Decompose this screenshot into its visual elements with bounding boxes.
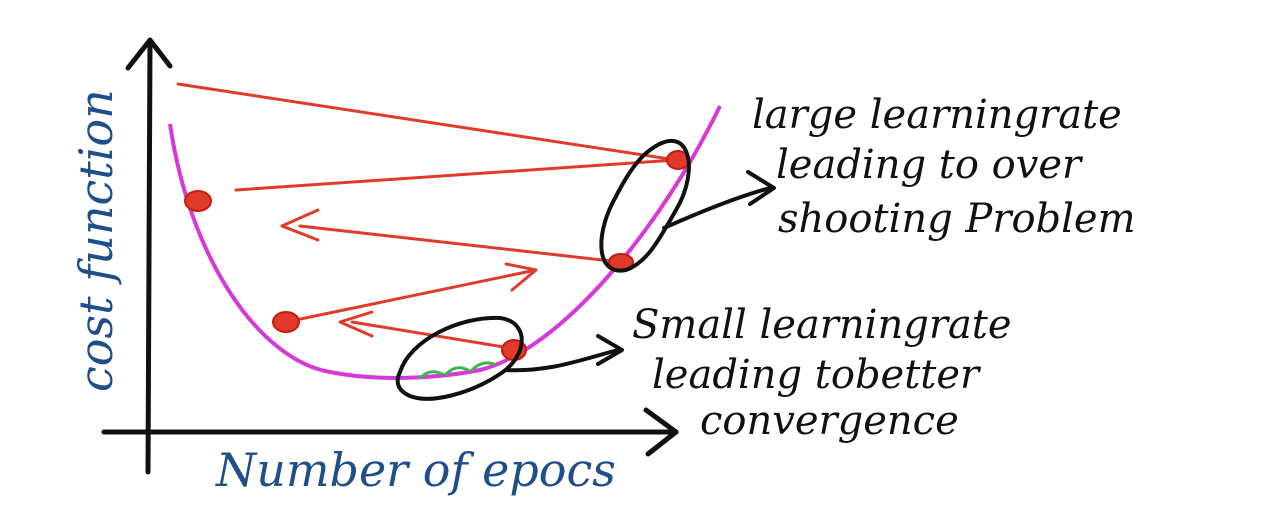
large-lr-pointer-head — [746, 170, 776, 206]
small-step-arrow-3 — [470, 361, 496, 372]
large-lr-steps — [176, 82, 678, 350]
step-arrow-1 — [176, 82, 678, 162]
small-step-arrow-2 — [444, 366, 470, 376]
small-lr-annotation: Small learningrate leading tobetter conv… — [632, 302, 1012, 444]
small-step-arrow-1 — [418, 370, 444, 380]
step-arrow-3 — [298, 224, 622, 264]
y-axis-arrowhead — [125, 37, 173, 71]
step-arrow-5-head — [338, 310, 374, 338]
large-lr-line-2: leading to over — [776, 142, 1084, 188]
axes — [101, 37, 679, 475]
step-arrow-4-head — [504, 262, 538, 292]
y-axis — [145, 39, 153, 475]
small-lr-line-2: leading tobetter — [652, 352, 982, 398]
step-arrow-3-head — [280, 208, 320, 242]
step-arrow-4 — [284, 268, 538, 324]
large-lr-annotation: large learningrate leading to over shoot… — [752, 92, 1136, 242]
large-lr-highlight-circle — [599, 138, 691, 273]
x-axis-label: Number of epocs — [215, 443, 616, 497]
large-lr-pointer-line — [662, 186, 772, 230]
x-axis-arrowhead — [643, 407, 679, 457]
small-lr-line-3: convergence — [700, 398, 959, 444]
large-lr-line-3: shooting Problem — [778, 196, 1136, 242]
highlights — [395, 138, 776, 401]
y-axis-label: cost function — [69, 89, 123, 392]
large-lr-line-1: large learningrate — [752, 92, 1122, 138]
small-lr-line-1: Small learningrate — [632, 302, 1012, 348]
small-lr-steps — [418, 361, 496, 380]
step-point-1 — [184, 190, 212, 212]
small-lr-pointer-head — [596, 334, 624, 366]
step-point-4 — [272, 311, 300, 333]
step-arrow-2 — [234, 158, 678, 192]
small-lr-highlight-circle — [395, 315, 524, 401]
small-lr-pointer-line — [504, 348, 620, 373]
